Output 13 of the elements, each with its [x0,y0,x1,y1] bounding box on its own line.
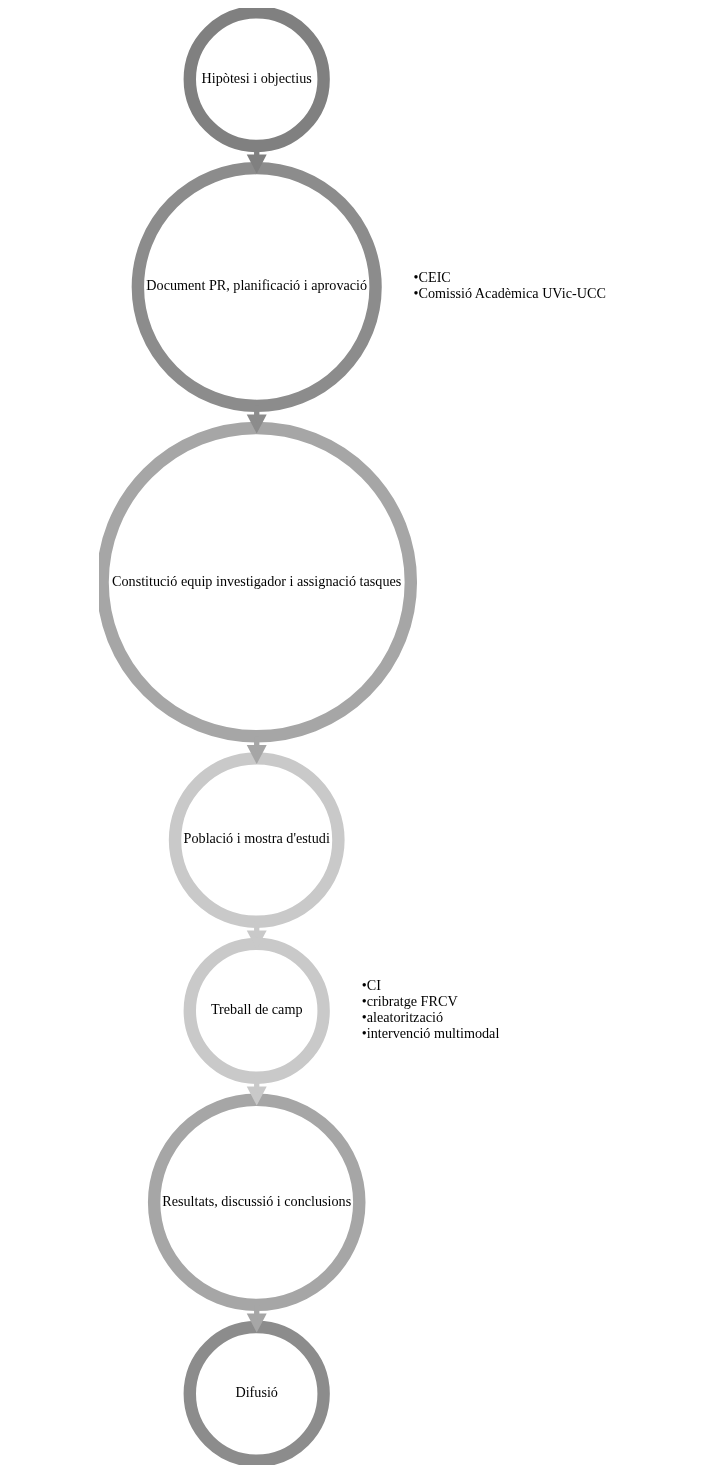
node-label: •Comissió Acadèmica UVic-UCC [413,285,606,302]
node-label: •aleatorització [361,1009,444,1026]
node-circle: Població i mostra d'estudi [168,752,345,928]
node-circle: Treball de camp [183,937,330,1084]
node-label: •CI [361,977,381,994]
node-label: •intervenció multimodal [361,1025,500,1042]
node-circle: Hipòtesi i objectius [183,8,330,153]
node-label: •CEIC [413,269,451,286]
node-circle: Difusió [183,1320,330,1465]
node-circle: Constitució equip investigador i assignació tasques [99,421,418,743]
node-circle: Document PR, planificació i aprovació [131,161,382,413]
node-label: •cribratge FRCV [361,993,458,1010]
node-circle: Resultats, discussió i conclusions [147,1093,366,1312]
